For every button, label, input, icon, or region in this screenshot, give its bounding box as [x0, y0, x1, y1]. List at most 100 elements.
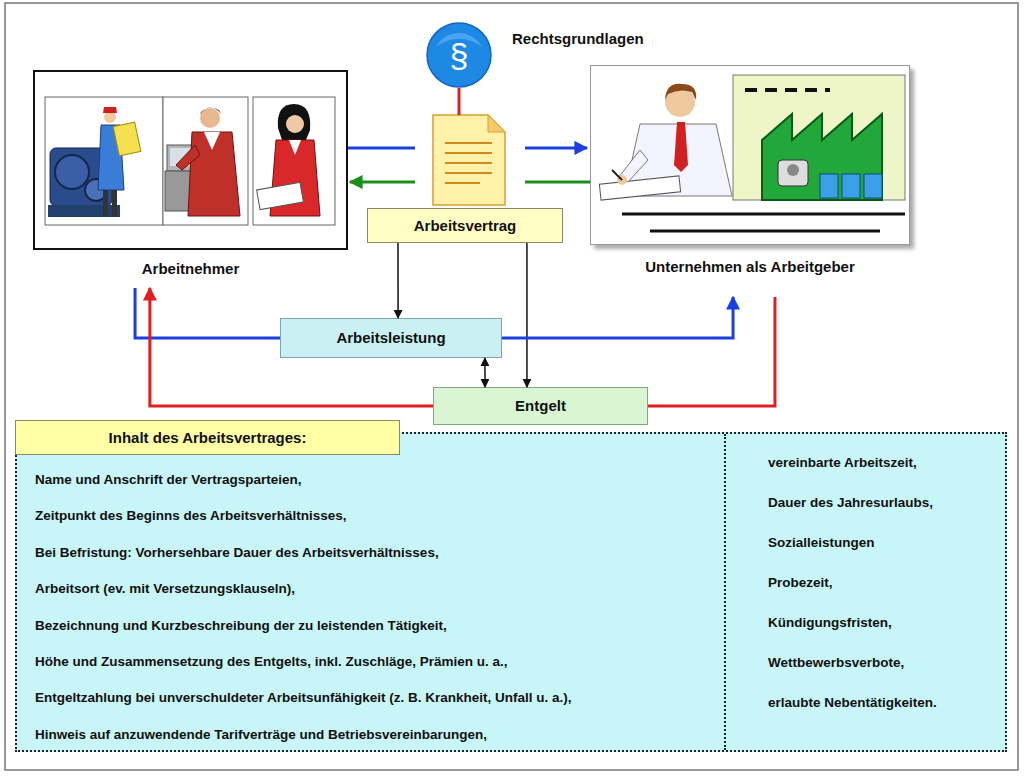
- contract-document-icon-part: [488, 115, 505, 132]
- businessman-illustration: [592, 66, 733, 200]
- contract-document-icon-part: [445, 172, 492, 174]
- factory-illustration-part: [762, 114, 882, 200]
- list-item: erlaubte Nebentätigkeiten.: [768, 683, 1005, 723]
- list-item: Hinweis auf anzuwendende Tarifverträge u…: [35, 717, 725, 753]
- printer-illustration-part: [104, 111, 116, 123]
- office-worker-illustration-part: [188, 132, 240, 216]
- clerk-illustration: [253, 97, 335, 225]
- contract-box: Arbeitsvertrag: [367, 115, 563, 243]
- printer-illustration-part: [55, 155, 89, 189]
- connector-arrow: [458, 88, 461, 115]
- businessman-illustration-part: [592, 66, 733, 200]
- businessman-illustration-part: [624, 124, 732, 196]
- printer-illustration-part: [45, 97, 163, 225]
- node-frame: [590, 65, 910, 245]
- printer-illustration-part: [103, 190, 108, 216]
- list-item: Probezeit,: [768, 563, 1005, 603]
- factory-illustration-part: [820, 174, 838, 198]
- connector-arrow: [484, 358, 486, 387]
- node-label: Unternehmen als Arbeitgeber: [590, 258, 910, 275]
- contract-document-icon: [433, 115, 505, 205]
- node-frame: [33, 70, 348, 250]
- contract-document-icon-part: [445, 182, 480, 184]
- contract-document-icon-part: [445, 152, 492, 154]
- process-box: Entgelt: [433, 387, 648, 425]
- factory-illustration-part: [745, 88, 830, 92]
- contract-document-icon-part: [433, 115, 505, 205]
- contract-document-icon-part: [445, 142, 492, 144]
- node-label: Entgelt: [434, 388, 647, 424]
- employer-box: Unternehmen als Arbeitgeber: [590, 65, 910, 282]
- connector-arrow: [648, 297, 775, 406]
- list-item: Arbeitsort (ev. mit Versetzungsklauseln)…: [35, 571, 725, 607]
- clerk-illustration-part: [289, 140, 301, 155]
- connector-arrow: [526, 243, 528, 387]
- list-item: Wettbewerbsverbote,: [768, 643, 1005, 683]
- list-item: Bezeichnung und Kurzbeschreibung der zu …: [35, 608, 725, 644]
- connector-arrow: [525, 180, 590, 183]
- businessman-illustration-part: [674, 122, 688, 172]
- office-worker-illustration-part: [165, 171, 201, 211]
- office-worker-illustration-part: [167, 145, 197, 171]
- factory-illustration-part: [864, 174, 882, 198]
- businessman-illustration-part: [618, 150, 648, 182]
- factory-illustration-part: [733, 75, 905, 200]
- content-list: Name und Anschrift der Vertragsparteien,…: [35, 462, 725, 752]
- clerk-illustration-part: [286, 115, 304, 133]
- businessman-illustration-part: [665, 84, 696, 100]
- list-item: Bei Befristung: Vorhersehbare Dauer des …: [35, 535, 725, 571]
- clerk-illustration-part: [253, 97, 335, 225]
- printer-illustration-part: [103, 107, 117, 113]
- factory-illustration-part: [622, 213, 905, 216]
- connector-arrow: [348, 147, 415, 150]
- office-worker-illustration-part: [200, 108, 220, 128]
- connector-arrow: [150, 288, 433, 406]
- content-list: vereinbarte Arbeitszeit,Dauer des Jahres…: [724, 434, 1005, 750]
- printer-illustration-part: [85, 179, 107, 201]
- panel-heading: Inhalt des Arbeitsvertrages:: [15, 420, 400, 455]
- circle-shape: [427, 23, 491, 87]
- connector-arrow: [502, 297, 733, 338]
- office-worker-illustration-part: [163, 97, 248, 225]
- office-worker-illustration-part: [204, 132, 220, 150]
- list-item: vereinbarte Arbeitszeit,: [768, 443, 1005, 483]
- office-worker-illustration-part: [200, 107, 221, 115]
- printer-illustration-part: [50, 148, 112, 206]
- process-box: Arbeitsleistung: [280, 318, 502, 358]
- page-border: [5, 3, 1018, 770]
- office-worker-illustration-part: [170, 148, 194, 166]
- clerk-illustration-part: [278, 104, 310, 140]
- businessman-illustration-part: [599, 176, 680, 200]
- connector-arrow: [350, 180, 415, 183]
- factory-illustration-part: [842, 174, 860, 198]
- clerk-illustration-part: [257, 182, 304, 209]
- node-label: Arbeitnehmer: [33, 260, 348, 277]
- factory-illustration: [622, 75, 905, 231]
- printer-illustration-part: [112, 190, 117, 216]
- symbol-text: §: [426, 22, 492, 88]
- printer-illustration: [45, 97, 163, 225]
- list-item: Sozialleistungen: [768, 523, 1005, 563]
- node-label: Arbeitsleistung: [281, 319, 501, 357]
- factory-illustration-part: [650, 230, 880, 233]
- printer-illustration-part: [113, 122, 141, 156]
- node-label: Arbeitsvertrag: [367, 208, 563, 243]
- office-worker-illustration: [163, 97, 248, 225]
- list-item: Höhe und Zusammensetzung des Entgelts, i…: [35, 644, 725, 680]
- list-item: Zeitpunkt des Beginns des Arbeitsverhält…: [35, 498, 725, 534]
- list-item: Kündigungsfristen,: [768, 603, 1005, 643]
- clerk-illustration-part: [270, 140, 320, 216]
- factory-illustration-part: [778, 160, 808, 186]
- businessman-illustration-part: [665, 87, 695, 117]
- connector-arrow: [397, 243, 399, 318]
- employee-box: Arbeitnehmer: [33, 70, 348, 285]
- businessman-illustration-part: [612, 170, 622, 180]
- list-item: Name und Anschrift der Vertragsparteien,: [35, 462, 725, 498]
- legal-basis-icon: §Rechtsgrundlagen: [426, 22, 492, 88]
- businessman-illustration-part: [617, 175, 627, 185]
- node-label: Rechtsgrundlagen: [512, 30, 644, 47]
- list-item: Dauer des Jahresurlaubs,: [768, 483, 1005, 523]
- printer-illustration-part: [98, 125, 124, 190]
- connector-arrow: [135, 288, 280, 338]
